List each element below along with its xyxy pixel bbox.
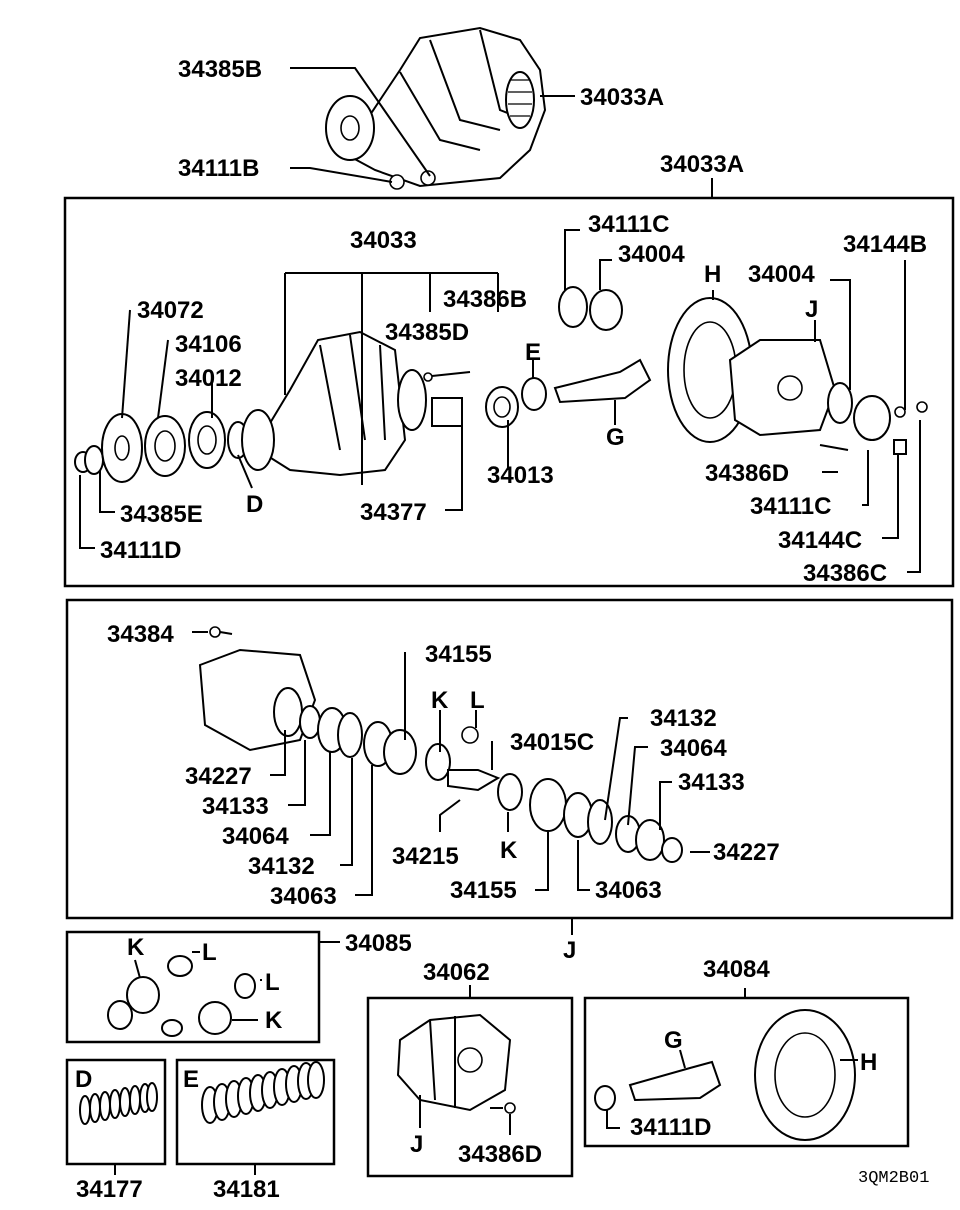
label-34084: 34084 xyxy=(703,956,770,983)
label-34085: 34085 xyxy=(345,930,412,957)
label-34106: 34106 xyxy=(175,331,242,358)
label-d-box: D xyxy=(75,1066,92,1093)
label-j-case: J xyxy=(805,296,818,323)
label-34063-left: 34063 xyxy=(270,883,337,910)
differential-case-frame xyxy=(65,598,954,920)
label-g-kit: G xyxy=(664,1027,683,1054)
label-34033a-top: 34033A xyxy=(580,84,664,111)
label-34064-right: 34064 xyxy=(660,735,727,762)
gear-kit-illustration xyxy=(107,951,262,1037)
label-34013: 34013 xyxy=(487,462,554,489)
label-34384: 34384 xyxy=(107,621,174,648)
label-34062: 34062 xyxy=(423,959,490,986)
label-34155-upper: 34155 xyxy=(425,641,492,668)
label-34133-right: 34133 xyxy=(678,769,745,796)
label-34111b: 34111B xyxy=(178,155,259,182)
label-d-shim: D xyxy=(246,491,263,518)
label-h-ring-gear: H xyxy=(704,261,721,288)
label-e-box: E xyxy=(183,1066,199,1093)
label-g-pinion: G xyxy=(606,424,625,451)
label-l-pinion: L xyxy=(470,687,485,714)
case-kit-illustration xyxy=(396,1013,516,1135)
label-l-kit-2: L xyxy=(265,969,280,996)
label-k-kit-1: K xyxy=(127,934,145,961)
label-34155-lower: 34155 xyxy=(450,877,517,904)
label-34181: 34181 xyxy=(213,1176,280,1203)
label-34064-left: 34064 xyxy=(222,823,289,850)
label-34111c-lower: 34111C xyxy=(750,493,831,520)
gear-set-kit-box xyxy=(583,996,910,1148)
label-34004-right: 34004 xyxy=(748,261,815,288)
label-k-kit-2: K xyxy=(265,1007,283,1034)
label-34072: 34072 xyxy=(137,297,204,324)
shim-d-illustration xyxy=(79,1082,158,1125)
label-j-frame: J xyxy=(563,937,576,964)
label-34227-right: 34227 xyxy=(713,839,780,866)
label-34377: 34377 xyxy=(360,499,427,526)
housing-exploded-illustration xyxy=(74,286,928,483)
label-34004-left: 34004 xyxy=(618,241,685,268)
label-l-kit-1: L xyxy=(202,939,217,966)
label-34111d-kit: 34111D xyxy=(630,1114,711,1141)
label-34386c: 34386C xyxy=(803,560,887,587)
diagram-code: 3QM2B01 xyxy=(858,1169,929,1188)
label-34386b: 34386B xyxy=(443,286,527,313)
label-34215: 34215 xyxy=(392,843,459,870)
label-34012: 34012 xyxy=(175,365,242,392)
label-34386d-kit: 34386D xyxy=(458,1141,542,1168)
label-34385d: 34385D xyxy=(385,319,469,346)
exploded-view-frame xyxy=(63,196,955,588)
label-34111d: 34111D xyxy=(100,537,181,564)
differential-exploded-illustration xyxy=(198,626,683,863)
label-34177: 34177 xyxy=(76,1176,143,1203)
gear-set-illustration xyxy=(594,1009,858,1141)
gear-kit-box xyxy=(65,930,321,1044)
label-34033: 34033 xyxy=(350,227,417,254)
label-34386d: 34386D xyxy=(705,460,789,487)
label-h-kit: H xyxy=(860,1049,877,1076)
label-k-side-gear: K xyxy=(431,687,449,714)
label-34063-right: 34063 xyxy=(595,877,662,904)
label-j-kit: J xyxy=(410,1131,423,1158)
label-34227-left: 34227 xyxy=(185,763,252,790)
label-34111c-upper: 34111C xyxy=(588,211,669,238)
label-34132-left: 34132 xyxy=(248,853,315,880)
label-34385b: 34385B xyxy=(178,56,262,83)
label-e-spacer: E xyxy=(525,339,541,366)
label-34385e: 34385E xyxy=(120,501,203,528)
top-leaders xyxy=(290,67,575,183)
label-34015c: 34015C xyxy=(510,729,594,756)
frame1-leaders xyxy=(79,229,921,573)
label-34144b: 34144B xyxy=(843,231,927,258)
carrier-assembly-illustration xyxy=(325,26,547,190)
label-34033a-frame: 34033A xyxy=(660,151,744,178)
label-34133-left: 34133 xyxy=(202,793,269,820)
label-34144c: 34144C xyxy=(778,527,862,554)
label-k-lower: K xyxy=(500,837,518,864)
frame2-leaders xyxy=(192,631,710,896)
shim-e-illustration xyxy=(201,1061,325,1124)
label-34132-right: 34132 xyxy=(650,705,717,732)
